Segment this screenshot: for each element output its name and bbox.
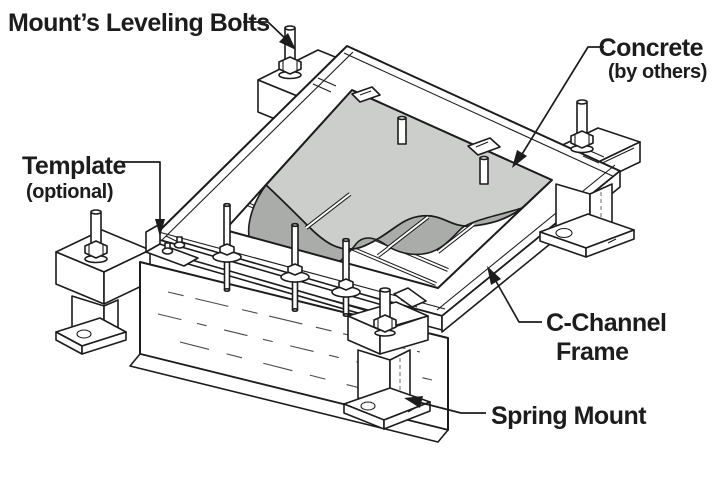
- template-bracket-left: [145, 223, 199, 267]
- leveling-bolt-right: [570, 99, 594, 154]
- callout-leveling-bolts: Mount’s Leveling Bolts: [8, 9, 296, 50]
- arrowhead: [279, 33, 296, 50]
- template-anchor-bolt: [331, 237, 361, 317]
- template-assembly: [145, 202, 427, 321]
- spring-mount-left: [55, 209, 151, 355]
- callout-concrete: Concrete (by others): [512, 34, 707, 168]
- label-frame: Frame: [556, 338, 629, 366]
- leader-line: [492, 275, 542, 323]
- bolt-nut: [278, 56, 302, 75]
- arrowhead: [512, 150, 527, 168]
- callout-c-channel-frame: C-Channel Frame: [487, 266, 667, 366]
- concrete: [247, 89, 553, 278]
- anchor-hole: [360, 401, 376, 411]
- label-leveling-bolts: Mount’s Leveling Bolts: [8, 9, 270, 37]
- leveling-bolt-left: [84, 209, 108, 264]
- anchor-stud: [397, 117, 407, 145]
- label-concrete-sub: (by others): [608, 61, 707, 83]
- arrowhead: [155, 219, 165, 237]
- clip-tabs: [351, 86, 501, 156]
- arrowhead: [487, 266, 501, 285]
- anchor-hole: [555, 227, 573, 239]
- template-anchor-bolt: [280, 222, 310, 312]
- template-anchor-bolt: [212, 202, 242, 292]
- anchor-hole: [76, 329, 92, 339]
- rebar-stubs: [304, 192, 476, 254]
- template-bracket-right: [393, 287, 427, 308]
- leader-line: [243, 21, 290, 43]
- spring-mount-right: [539, 99, 635, 258]
- label-c-channel: C-Channel: [546, 309, 667, 337]
- anchor-stud: [479, 157, 489, 185]
- leveling-bolt-top: [278, 25, 302, 80]
- callout-template: Template (optional): [22, 152, 165, 237]
- label-concrete: Concrete: [599, 34, 704, 62]
- leader-line: [122, 161, 161, 222]
- leveling-bolt-bottom: [373, 287, 397, 337]
- label-template: Template: [22, 152, 126, 180]
- web-weld-dashes: [157, 291, 433, 403]
- callout-spring-mount: Spring Mount: [404, 396, 648, 430]
- arrowhead: [404, 396, 423, 408]
- spring-mount-bottom: [343, 287, 431, 430]
- leader-line: [417, 401, 486, 414]
- leader-line: [515, 46, 604, 165]
- label-spring-mount: Spring Mount: [491, 402, 647, 430]
- label-template-sub: (optional): [26, 181, 113, 203]
- anchor-studs: [397, 115, 489, 185]
